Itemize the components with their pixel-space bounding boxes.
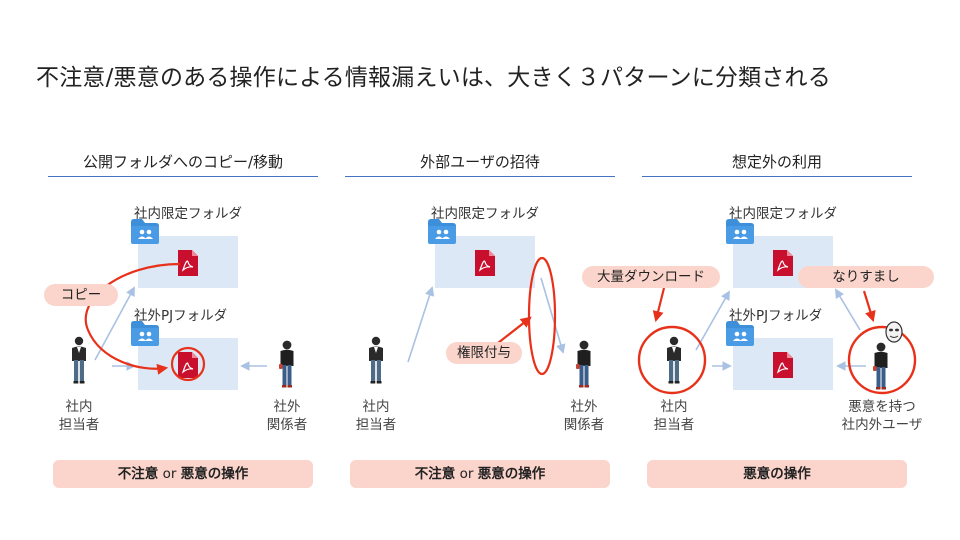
section-title-copy: 公開フォルダへのコピー/移動 [82, 153, 284, 171]
person-label-external: 社外 関係者 [266, 399, 308, 434]
folder-label-internal: 社内限定フォルダ [431, 206, 539, 222]
folder-people-icon [131, 321, 159, 346]
pdf-document-icon [474, 249, 496, 277]
business-person-icon [72, 336, 86, 384]
folder-people-icon [726, 321, 754, 346]
operation-type-box: 不注意 or 悪意の操作 [53, 460, 313, 488]
person-label-malicious: 悪意を持つ 社内外ユーザ [841, 399, 923, 434]
callout-grant-permission: 権限付与 [446, 342, 522, 364]
section-underline [48, 176, 318, 177]
section-underline [345, 176, 615, 177]
business-person-icon [369, 336, 383, 384]
pdf-document-icon [177, 351, 199, 379]
callout-mass-download: 大量ダウンロード [582, 266, 720, 288]
business-person-icon [576, 340, 591, 388]
pdf-document-icon [177, 249, 199, 277]
folder-label-internal: 社内限定フォルダ [134, 206, 242, 222]
section-title-unexpected: 想定外の利用 [731, 153, 822, 171]
callout-copy: コピー [44, 284, 118, 306]
section-title-invite: 外部ユーザの招待 [420, 153, 540, 171]
person-label-external: 社外 関係者 [563, 399, 605, 434]
page-title: 不注意/悪意のある操作による情報漏えいは、大きく３パターンに分類される [36, 65, 831, 91]
folder-label-external: 社外PJフォルダ [729, 308, 823, 324]
business-person-icon [279, 340, 294, 388]
business-person-icon [667, 336, 681, 384]
person-label-internal: 社内 担当者 [653, 399, 695, 434]
business-person-icon [873, 342, 888, 390]
person-label-internal: 社内 担当者 [58, 399, 100, 434]
pdf-document-icon [772, 249, 794, 277]
section-underline [642, 176, 912, 177]
folder-label-external: 社外PJフォルダ [134, 308, 228, 324]
mask-icon [885, 321, 903, 343]
callout-impersonation: なりすまし [798, 266, 934, 288]
folder-people-icon [428, 219, 456, 244]
folder-label-internal: 社内限定フォルダ [729, 206, 837, 222]
folder-people-icon [726, 219, 754, 244]
person-label-internal: 社内 担当者 [355, 399, 397, 434]
operation-type-box: 不注意 or 悪意の操作 [350, 460, 610, 488]
folder-people-icon [131, 219, 159, 244]
pdf-document-icon [772, 351, 794, 379]
operation-type-box: 悪意の操作 [647, 460, 907, 488]
